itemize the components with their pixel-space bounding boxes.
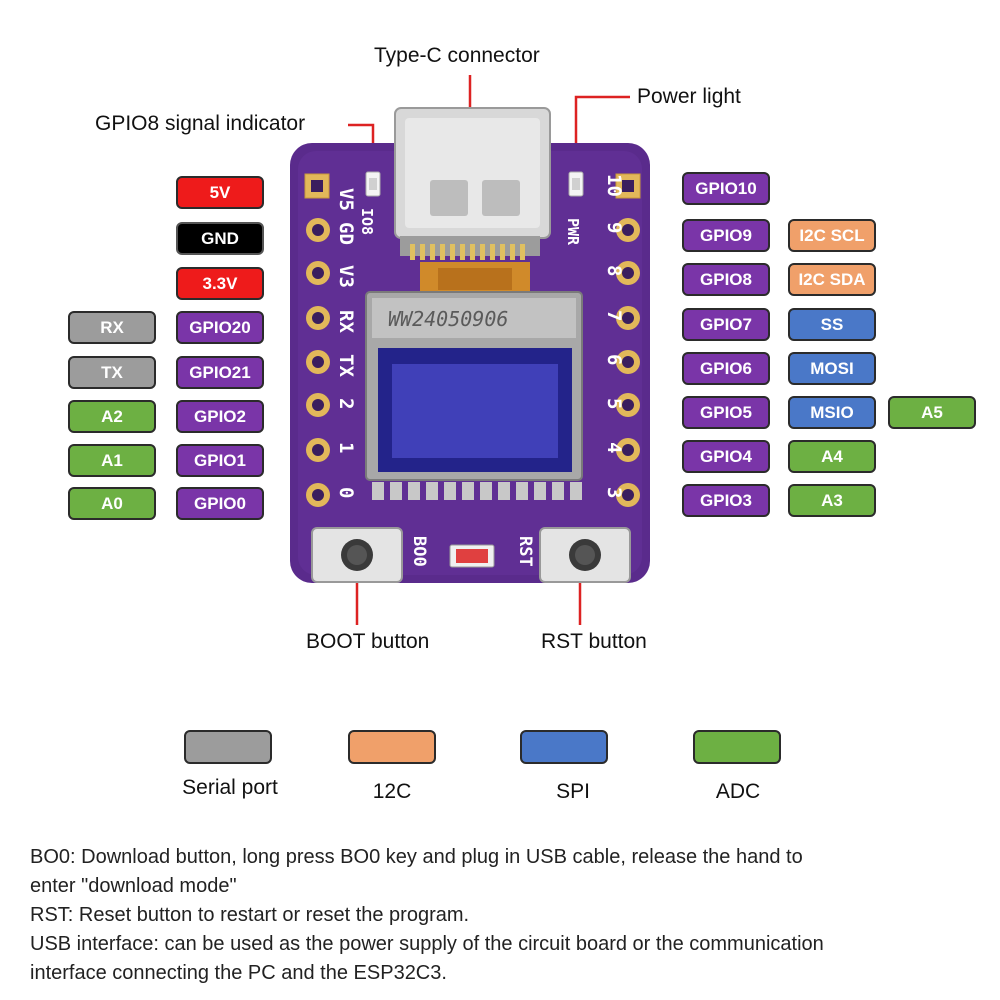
legend-label-serial: Serial port (182, 776, 278, 799)
tag-gpio2: GPIO2 (176, 400, 264, 433)
tag-i2c-sda: I2C SDA (788, 263, 876, 296)
callout-boot-button: BOOT button (306, 630, 430, 653)
silk-left-3: RX (335, 310, 357, 333)
silk-right-3: 7 (603, 310, 625, 321)
tag-gpio5: GPIO5 (682, 396, 770, 429)
usb-c-connector (394, 107, 551, 260)
tag-i2c-scl: I2C SCL (788, 219, 876, 252)
tag-gpio4: GPIO4 (682, 440, 770, 473)
tag-gnd: GND (176, 222, 264, 255)
tag-gpio21: GPIO21 (176, 356, 264, 389)
tag-gpio3: GPIO3 (682, 484, 770, 517)
tag-mosi: MOSI (788, 352, 876, 385)
tag-a0: A0 (68, 487, 156, 520)
legend-swatch-adc (693, 730, 781, 764)
tag-gpio9: GPIO9 (682, 219, 770, 252)
tag-msio: MSIO (788, 396, 876, 429)
legend-label-i2c: 12C (372, 780, 412, 803)
note-line-5: interface connecting the PC and the ESP3… (30, 962, 447, 984)
silk-right-5: 5 (603, 398, 625, 409)
tag-3v3: 3.3V (176, 267, 264, 300)
tag-a4: A4 (788, 440, 876, 473)
legend-label-spi: SPI (556, 780, 590, 803)
tag-a2: A2 (68, 400, 156, 433)
silk-io8: IO8 (358, 208, 376, 235)
tag-gpio7: GPIO7 (682, 308, 770, 341)
tag-gpio10: GPIO10 (682, 172, 770, 205)
legend-swatch-serial (184, 730, 272, 764)
callout-gpio8-indicator: GPIO8 signal indicator (95, 112, 306, 135)
note-line-2: enter "download mode" (30, 875, 237, 897)
tag-rx: RX (68, 311, 156, 344)
note-line-3: RST: Reset button to restart or reset th… (30, 904, 470, 926)
silk-left-4: TX (335, 354, 357, 377)
oled-code: WW24050906 (388, 307, 508, 331)
tag-a5: A5 (888, 396, 976, 429)
silk-left-5: 2 (335, 398, 357, 409)
silk-right-1: 9 (603, 222, 625, 233)
left-pin-pads (304, 173, 330, 507)
silk-left-1: GD (335, 222, 357, 245)
legend-label-adc: ADC (715, 780, 761, 803)
note-line-1: BO0: Download button, long press BO0 key… (30, 846, 803, 868)
tag-5v: 5V (176, 176, 264, 209)
silk-right-0: 10 (603, 174, 625, 197)
silk-left-7: 0 (335, 487, 357, 498)
silk-left-0: V5 (335, 188, 357, 211)
callout-type-c: Type-C connector (374, 44, 540, 67)
tag-gpio20: GPIO20 (176, 311, 264, 344)
oled-display: WW24050906 (365, 291, 583, 481)
tag-gpio1: GPIO1 (176, 444, 264, 477)
callout-rst-button: RST button (541, 630, 647, 653)
legend-swatch-i2c (348, 730, 436, 764)
tag-a1: A1 (68, 444, 156, 477)
silk-right-4: 6 (603, 354, 625, 365)
silk-boo: BO0 (409, 536, 429, 567)
legend-swatch-spi (520, 730, 608, 764)
silk-right-6: 4 (603, 442, 625, 453)
silk-rst: RST (515, 536, 535, 567)
silk-right-2: 8 (603, 265, 625, 276)
callout-power-light: Power light (637, 85, 741, 108)
note-line-4: USB interface: can be used as the power … (30, 933, 824, 955)
tag-gpio0: GPIO0 (176, 487, 264, 520)
tag-ss: SS (788, 308, 876, 341)
rst-button-graphic (539, 527, 631, 583)
silk-right-7: 3 (603, 487, 625, 498)
tag-gpio8: GPIO8 (682, 263, 770, 296)
tag-a3: A3 (788, 484, 876, 517)
right-silk: 10 9 8 7 6 5 4 3 PWR (564, 174, 625, 498)
left-silk: V5 GD V3 RX TX 2 1 0 IO8 (335, 188, 376, 498)
right-pin-pads (615, 173, 641, 507)
tag-gpio6: GPIO6 (682, 352, 770, 385)
silk-pwr: PWR (564, 218, 582, 246)
board-illustration: V5 GD V3 RX TX 2 1 0 IO8 10 9 8 7 6 5 4 … (290, 75, 650, 625)
silk-left-6: 1 (335, 442, 357, 453)
tag-tx: TX (68, 356, 156, 389)
oled-pads (372, 482, 582, 500)
silk-left-2: V3 (335, 265, 357, 288)
boot-button-graphic (311, 527, 403, 583)
